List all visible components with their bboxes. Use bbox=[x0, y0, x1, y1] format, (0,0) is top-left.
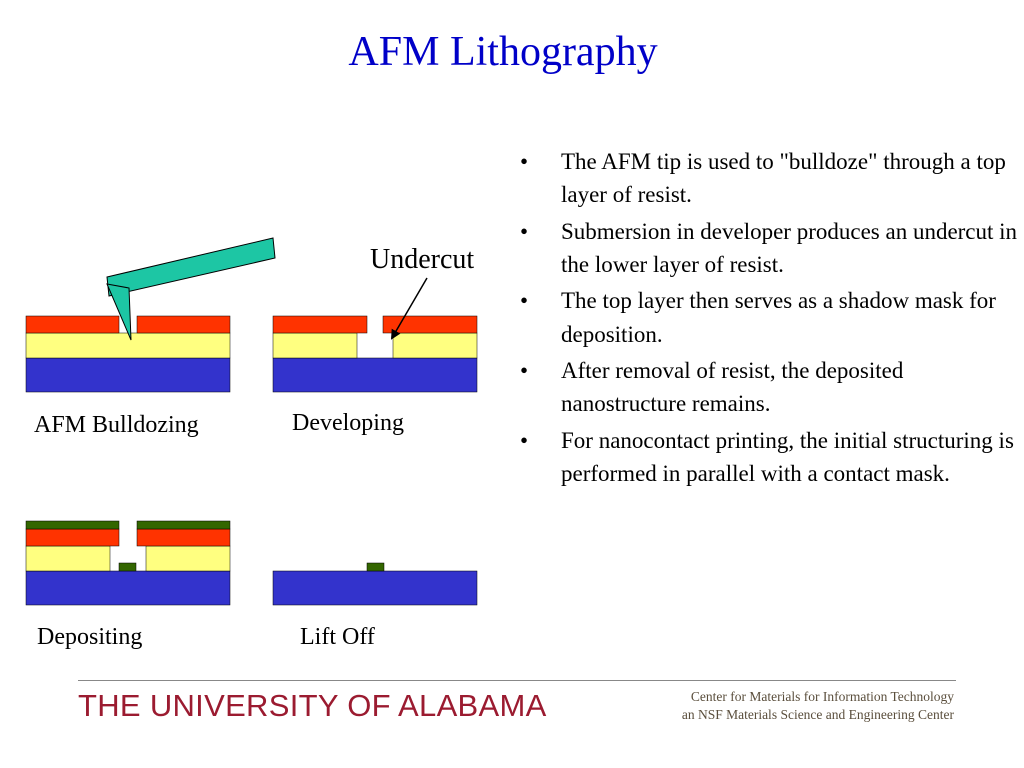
afm-cantilever bbox=[106, 237, 276, 297]
top-resist-right bbox=[136, 315, 231, 334]
undercut-arrow bbox=[390, 277, 428, 340]
deposit-film-right bbox=[136, 520, 231, 530]
lower-resist-right bbox=[145, 545, 231, 572]
deposit-film-left bbox=[25, 520, 120, 530]
caption-developing: Developing bbox=[292, 410, 404, 436]
panel-depositing bbox=[25, 520, 231, 606]
afm-tip bbox=[106, 283, 132, 341]
deposited-dot bbox=[118, 562, 137, 572]
nanostructure bbox=[366, 562, 385, 572]
top-resist-left bbox=[25, 528, 120, 547]
top-resist-left bbox=[25, 315, 120, 334]
lower-resist-left bbox=[272, 332, 358, 359]
center-line-2: an NSF Materials Science and Engineering… bbox=[681, 707, 954, 722]
panel-developing: Undercut bbox=[272, 244, 478, 393]
panel-lift-off bbox=[272, 562, 478, 606]
caption-afm-bulldozing: AFM Bulldozing bbox=[34, 412, 199, 438]
footer-divider bbox=[78, 680, 956, 681]
lower-resist-left bbox=[25, 545, 111, 572]
lower-resist-right bbox=[392, 332, 478, 359]
center-line-1: Center for Materials for Information Tec… bbox=[690, 689, 954, 704]
substrate-layer bbox=[25, 570, 231, 606]
bullet-item: The AFM tip is used to "bulldoze" throug… bbox=[520, 145, 1020, 212]
university-name: THE UNIVERSITY OF ALABAMA bbox=[78, 688, 547, 723]
substrate-layer bbox=[25, 357, 231, 393]
substrate-layer bbox=[272, 570, 478, 606]
caption-lift-off: Lift Off bbox=[300, 624, 375, 650]
top-resist-right bbox=[136, 528, 231, 547]
bullet-item: After removal of resist, the deposited n… bbox=[520, 354, 1020, 421]
center-affiliation: Center for Materials for Information Tec… bbox=[682, 688, 954, 724]
undercut-label: Undercut bbox=[370, 244, 474, 275]
bullet-item: The top layer then serves as a shadow ma… bbox=[520, 284, 1020, 351]
panel-afm-bulldozing bbox=[25, 237, 276, 393]
bullet-list: The AFM tip is used to "bulldoze" throug… bbox=[520, 145, 1020, 493]
lower-resist-layer bbox=[25, 332, 231, 359]
top-resist-left bbox=[272, 315, 368, 334]
substrate-layer bbox=[272, 357, 478, 393]
bullet-item: Submersion in developer produces an unde… bbox=[520, 215, 1020, 282]
top-resist-right bbox=[382, 315, 478, 334]
caption-depositing: Depositing bbox=[37, 624, 143, 650]
slide-title: AFM Lithography bbox=[348, 29, 658, 75]
bullet-item: For nanocontact printing, the initial st… bbox=[520, 424, 1020, 491]
